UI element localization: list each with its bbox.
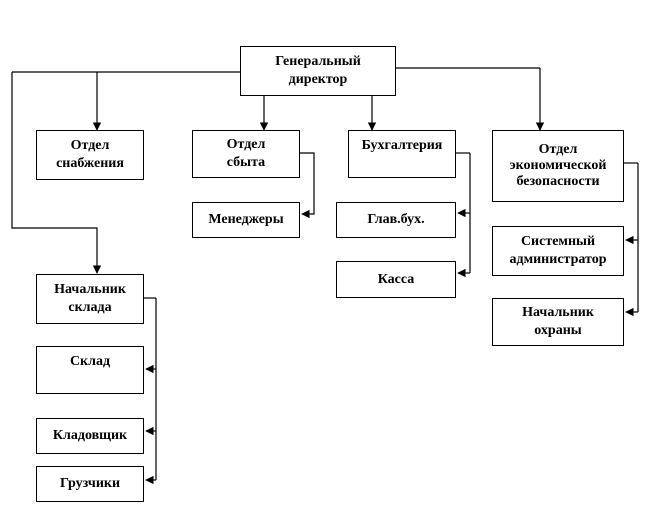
node-chief-accountant-label: Глав.бух. [367, 212, 425, 227]
node-managers-label: Менеджеры [208, 212, 284, 227]
node-security-chief: Начальник охраны [492, 298, 624, 346]
connector-to-warehouse-head [11, 72, 102, 274]
node-cashier: Касса [336, 261, 456, 298]
node-accounting-label: Бухгалтерия [361, 138, 443, 153]
node-warehouse-head-label: Начальник склада [54, 282, 126, 315]
node-loaders-label: Грузчики [59, 476, 121, 491]
node-warehouse-head: Начальник склада [36, 274, 144, 324]
node-loaders: Грузчики [36, 466, 144, 502]
node-sysadmin: Системный администратор [492, 226, 624, 276]
node-chief-accountant: Глав.бух. [336, 202, 456, 238]
node-supply-department: Отдел снабжения [36, 130, 144, 180]
node-storekeeper: Кладовщик [36, 418, 144, 454]
node-accounting: Бухгалтерия [348, 130, 456, 178]
node-sales-department: Отдел сбыта [192, 130, 300, 178]
connector-to-managers [300, 152, 315, 219]
node-security-department: Отдел экономической безопасности [492, 130, 624, 202]
node-general-director-label: Генеральный директор [275, 54, 361, 87]
node-sales-department-label: Отдел сбыта [226, 137, 266, 170]
node-storekeeper-label: Кладовщик [52, 428, 128, 443]
node-warehouse: Склад [36, 346, 144, 394]
node-general-director: Генеральный директор [240, 46, 396, 96]
node-security-department-label: Отдел экономической безопасности [509, 142, 607, 189]
node-sysadmin-label: Системный администратор [509, 234, 607, 267]
node-cashier-label: Касса [377, 271, 415, 287]
node-security-chief-label: Начальник охраны [522, 305, 594, 338]
node-managers: Менеджеры [192, 202, 300, 238]
node-warehouse-label: Склад [69, 354, 111, 369]
node-supply-department-label: Отдел снабжения [56, 138, 124, 171]
